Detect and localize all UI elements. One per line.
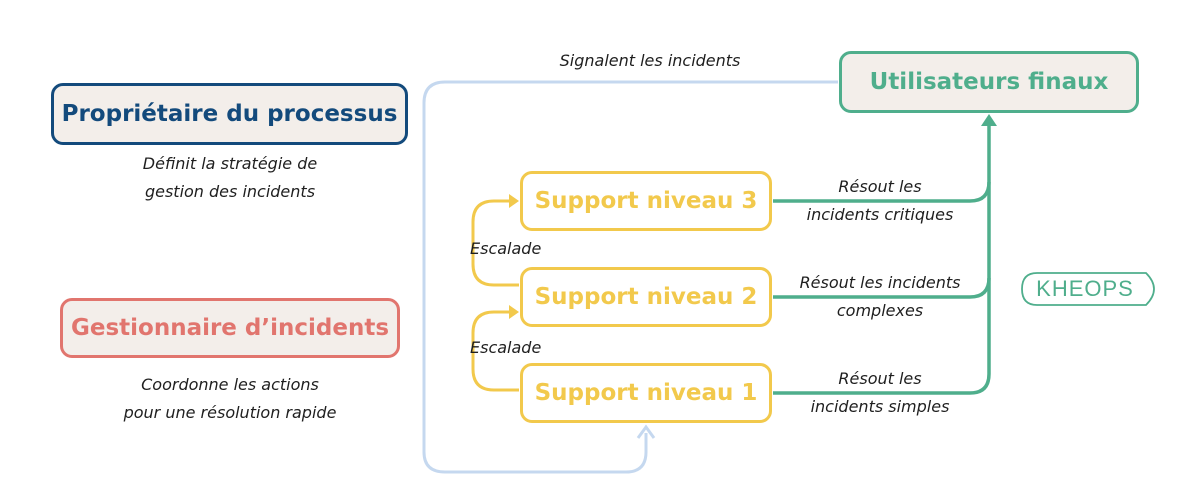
support-level-3-box: Support niveau 3 — [520, 171, 772, 231]
support-level-2-box: Support niveau 2 — [520, 267, 772, 327]
support-level-1-title: Support niveau 1 — [534, 380, 758, 406]
signal-label: Signalent les incidents — [559, 51, 741, 70]
resolve-label-2-line1: Résout les incidents — [799, 273, 961, 292]
resolve-label-2: Résout les incidents complexes — [770, 269, 990, 325]
resolve-label-1: Résout les incidents simples — [770, 365, 990, 421]
process-owner-box: Propriétaire du processus — [51, 83, 408, 145]
process-owner-desc-line1: Définit la stratégie de — [142, 154, 318, 173]
incident-manager-box: Gestionnaire d’incidents — [60, 298, 400, 358]
escalation-label-1-2: Escalade — [470, 338, 542, 357]
escalation-connector-2-3 — [471, 199, 519, 287]
logo-outline — [1021, 272, 1155, 306]
escalation-arrowhead-3 — [509, 194, 519, 208]
escalation-connector-1-2 — [471, 310, 519, 392]
incident-manager-description: Coordonne les actions pour une résolutio… — [80, 371, 380, 427]
resolve-label-3-line1: Résout les — [838, 177, 922, 196]
resolve-label-1-line1: Résout les — [838, 369, 922, 388]
resolve-arrowhead — [981, 114, 997, 126]
support-level-2-title: Support niveau 2 — [534, 284, 758, 310]
escalation-label-2-3: Escalade — [470, 239, 542, 258]
incident-manager-desc-line2: pour une résolution rapide — [123, 403, 337, 422]
escalation-arrowhead-2 — [509, 305, 519, 319]
resolve-label-3-line2: incidents critiques — [806, 205, 954, 224]
resolve-connector-1 — [773, 278, 991, 395]
incident-manager-desc-line1: Coordonne les actions — [141, 375, 319, 394]
support-level-1-box: Support niveau 1 — [520, 363, 772, 423]
support-level-3-title: Support niveau 3 — [534, 188, 758, 214]
process-owner-desc-line2: gestion des incidents — [144, 182, 316, 201]
signal-connector — [422, 80, 838, 474]
process-owner-description: Définit la stratégie de gestion des inci… — [80, 150, 380, 206]
end-users-box: Utilisateurs finaux — [839, 51, 1139, 113]
resolve-label-2-line2: complexes — [836, 301, 924, 320]
process-owner-title: Propriétaire du processus — [61, 101, 398, 127]
kheops-logo: KHEOPS — [1036, 276, 1134, 301]
incident-manager-title: Gestionnaire d’incidents — [70, 315, 390, 341]
resolve-label-1-line2: incidents simples — [810, 397, 950, 416]
end-users-title: Utilisateurs finaux — [869, 69, 1109, 95]
resolve-label-3: Résout les incidents critiques — [770, 173, 990, 229]
signal-arrowhead — [636, 424, 656, 439]
